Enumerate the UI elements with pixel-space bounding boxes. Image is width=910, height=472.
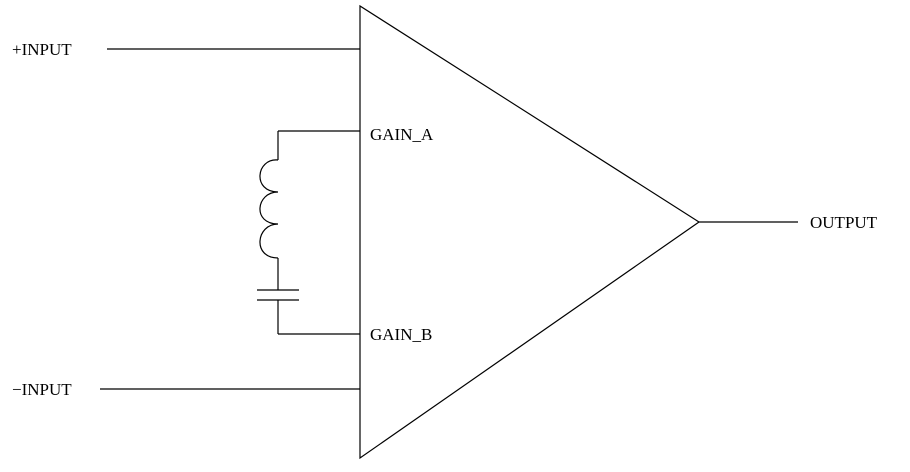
output-label: OUTPUT	[810, 213, 878, 232]
minus-input-label: −INPUT	[12, 380, 72, 399]
amplifier-triangle	[359, 4, 701, 460]
plus-input-label: +INPUT	[12, 40, 72, 59]
gain-b-label: GAIN_B	[370, 325, 432, 344]
gain-a-label: GAIN_A	[370, 125, 434, 144]
inductor-coil	[259, 159, 279, 259]
